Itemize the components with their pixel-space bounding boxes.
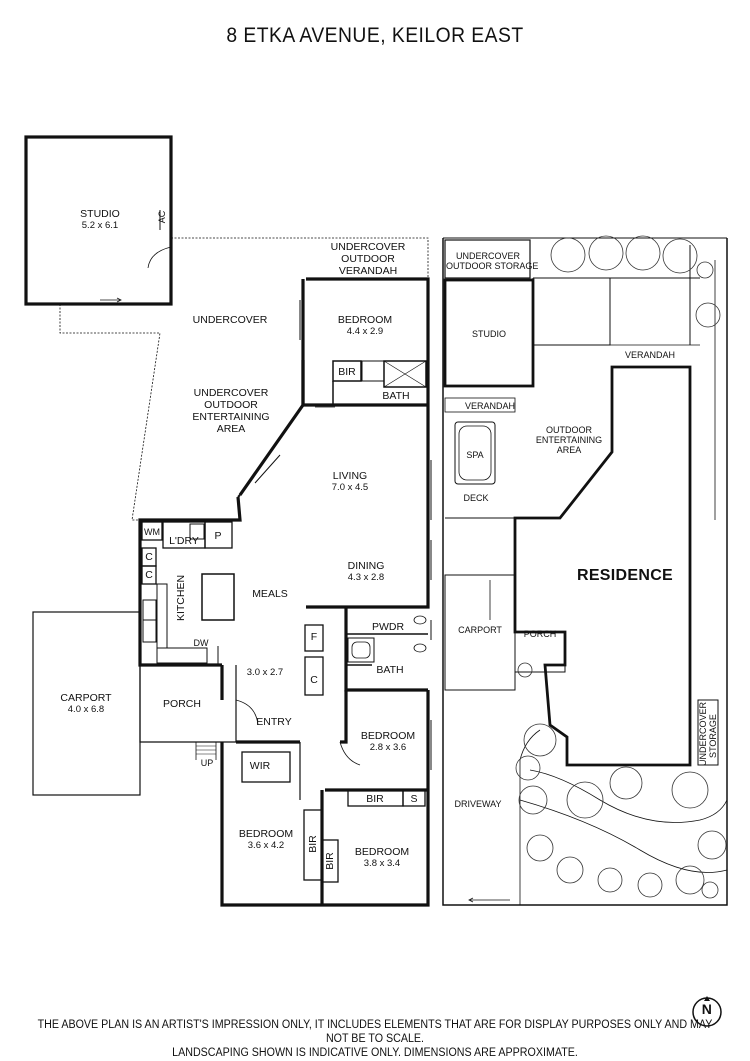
shelf-label: S <box>410 793 418 805</box>
line: VERANDAH <box>338 265 398 277</box>
studio-walls <box>24 135 173 306</box>
bath1-label: BATH <box>382 390 410 402</box>
line: CARPORT <box>60 692 112 704</box>
carport-label: CARPORT 4.0 x 6.8 <box>46 692 126 716</box>
pwdr-label: PWDR <box>371 621 405 633</box>
undercover-verandah-label: UNDERCOVER OUTDOOR VERANDAH <box>318 241 418 277</box>
site-verandah-left-label: VERANDAH <box>464 401 515 411</box>
kitchen-walls <box>138 496 242 667</box>
plan-title: 8 ETKA AVENUE, KEILOR EAST <box>226 24 524 47</box>
site-entertaining-label: OUTDOOR ENTERTAINING AREA <box>534 425 604 455</box>
line: BEDROOM <box>238 828 294 840</box>
disclaimer: THE ABOVE PLAN IS AN ARTIST'S IMPRESSION… <box>26 1018 724 1060</box>
disclaimer-line-1: THE ABOVE PLAN IS AN ARTIST'S IMPRESSION… <box>37 1019 713 1045</box>
fridge-label: F <box>310 631 318 643</box>
porch-label: PORCH <box>163 698 201 710</box>
studio-label: STUDIO 5.2 x 6.1 <box>60 208 140 232</box>
pantry-label: P <box>214 530 222 542</box>
line: 2.8 x 3.6 <box>369 742 407 753</box>
meals-label: MEALS <box>252 588 288 600</box>
line: STORAGE <box>708 714 718 758</box>
line: BEDROOM <box>354 846 410 858</box>
site-studio-label: STUDIO <box>471 329 506 339</box>
line: ENTERTAINING <box>192 411 270 423</box>
site-storage-label: UNDERCOVER OUTDOOR STORAGE <box>446 251 539 271</box>
site-residence <box>513 365 692 767</box>
living-label: LIVING 7.0 x 4.5 <box>310 470 390 494</box>
hall-size-label: 3.0 x 2.7 <box>246 667 284 678</box>
line: OUTDOOR <box>204 399 258 411</box>
line: 4.3 x 2.8 <box>347 572 385 583</box>
cupboard3-label: C <box>310 674 318 686</box>
site-residence-label: RESIDENCE <box>576 567 674 584</box>
line: 3.6 x 4.2 <box>247 840 285 851</box>
line: 3.8 x 3.4 <box>363 858 401 869</box>
site-porch-label: PORCH <box>523 629 557 639</box>
site-spa-label: SPA <box>466 450 484 460</box>
wm-label: WM <box>144 527 160 537</box>
line: AREA <box>216 423 246 435</box>
line: UNDERCOVER <box>330 241 406 253</box>
bedroom3-label: BEDROOM 3.6 x 4.2 <box>228 828 304 852</box>
cupboard2-label: C <box>145 569 153 581</box>
bath2-label: BATH <box>376 664 404 676</box>
bir1-label: BIR <box>338 366 356 378</box>
bedroom4-label: BEDROOM 3.8 x 3.4 <box>344 846 420 870</box>
undercover-label: UNDERCOVER <box>192 314 268 326</box>
line: OUTDOOR <box>546 425 592 435</box>
line: UNDERCOVER <box>698 701 708 766</box>
bedroom2-label: BEDROOM 2.8 x 3.6 <box>348 730 428 754</box>
laundry-label: L'DRY <box>169 535 199 547</box>
line: OUTDOOR <box>341 253 395 265</box>
line: LIVING <box>332 470 368 482</box>
kitchen-label: KITCHEN <box>175 574 187 622</box>
bir2-label: BIR <box>366 793 384 805</box>
line: ENTERTAINING <box>535 435 603 445</box>
line: BEDROOM <box>337 314 393 326</box>
dishwasher-label: DW <box>193 638 209 648</box>
ac-label: AC <box>157 210 167 224</box>
bir3-label: BIR <box>307 835 319 853</box>
line: UNDERCOVER <box>455 251 520 261</box>
line: AREA <box>556 445 582 455</box>
line: OUTDOOR STORAGE <box>446 261 539 271</box>
site-carport-label: CARPORT <box>458 625 502 635</box>
studio-size: 5.2 x 6.1 <box>81 220 119 231</box>
site-driveway-label: DRIVEWAY <box>454 799 502 809</box>
north-arrow-icon <box>692 996 722 1027</box>
line: DINING <box>347 560 385 572</box>
cupboard1-label: C <box>145 551 153 563</box>
site-undercover-storage-label: UNDERCOVER STORAGE <box>698 701 718 766</box>
entry-label: ENTRY <box>256 716 292 728</box>
line: 4.0 x 6.8 <box>67 704 105 715</box>
site-deck-label: DECK <box>463 493 489 503</box>
site-boundary <box>442 238 520 906</box>
bedroom1-label: BEDROOM 4.4 x 2.9 <box>325 314 405 338</box>
site-verandah-top-label: VERANDAH <box>624 350 675 360</box>
disclaimer-line-2: LANDSCAPING SHOWN IS INDICATIVE ONLY. DI… <box>172 1047 578 1059</box>
wir-label: WIR <box>249 760 271 772</box>
line: UNDERCOVER <box>193 387 269 399</box>
studio-name: STUDIO <box>80 208 120 220</box>
bir4-label: BIR <box>324 852 336 870</box>
undercover-outline <box>59 237 429 521</box>
line: 4.4 x 2.9 <box>346 326 384 337</box>
dining-label: DINING 4.3 x 2.8 <box>326 560 406 584</box>
south-walls <box>220 690 430 907</box>
entertaining-area-label: UNDERCOVER OUTDOOR ENTERTAINING AREA <box>176 387 286 435</box>
compass-label: N <box>701 1001 713 1017</box>
line: 7.0 x 4.5 <box>331 482 369 493</box>
line: BEDROOM <box>360 730 416 742</box>
up-label: UP <box>200 758 214 768</box>
